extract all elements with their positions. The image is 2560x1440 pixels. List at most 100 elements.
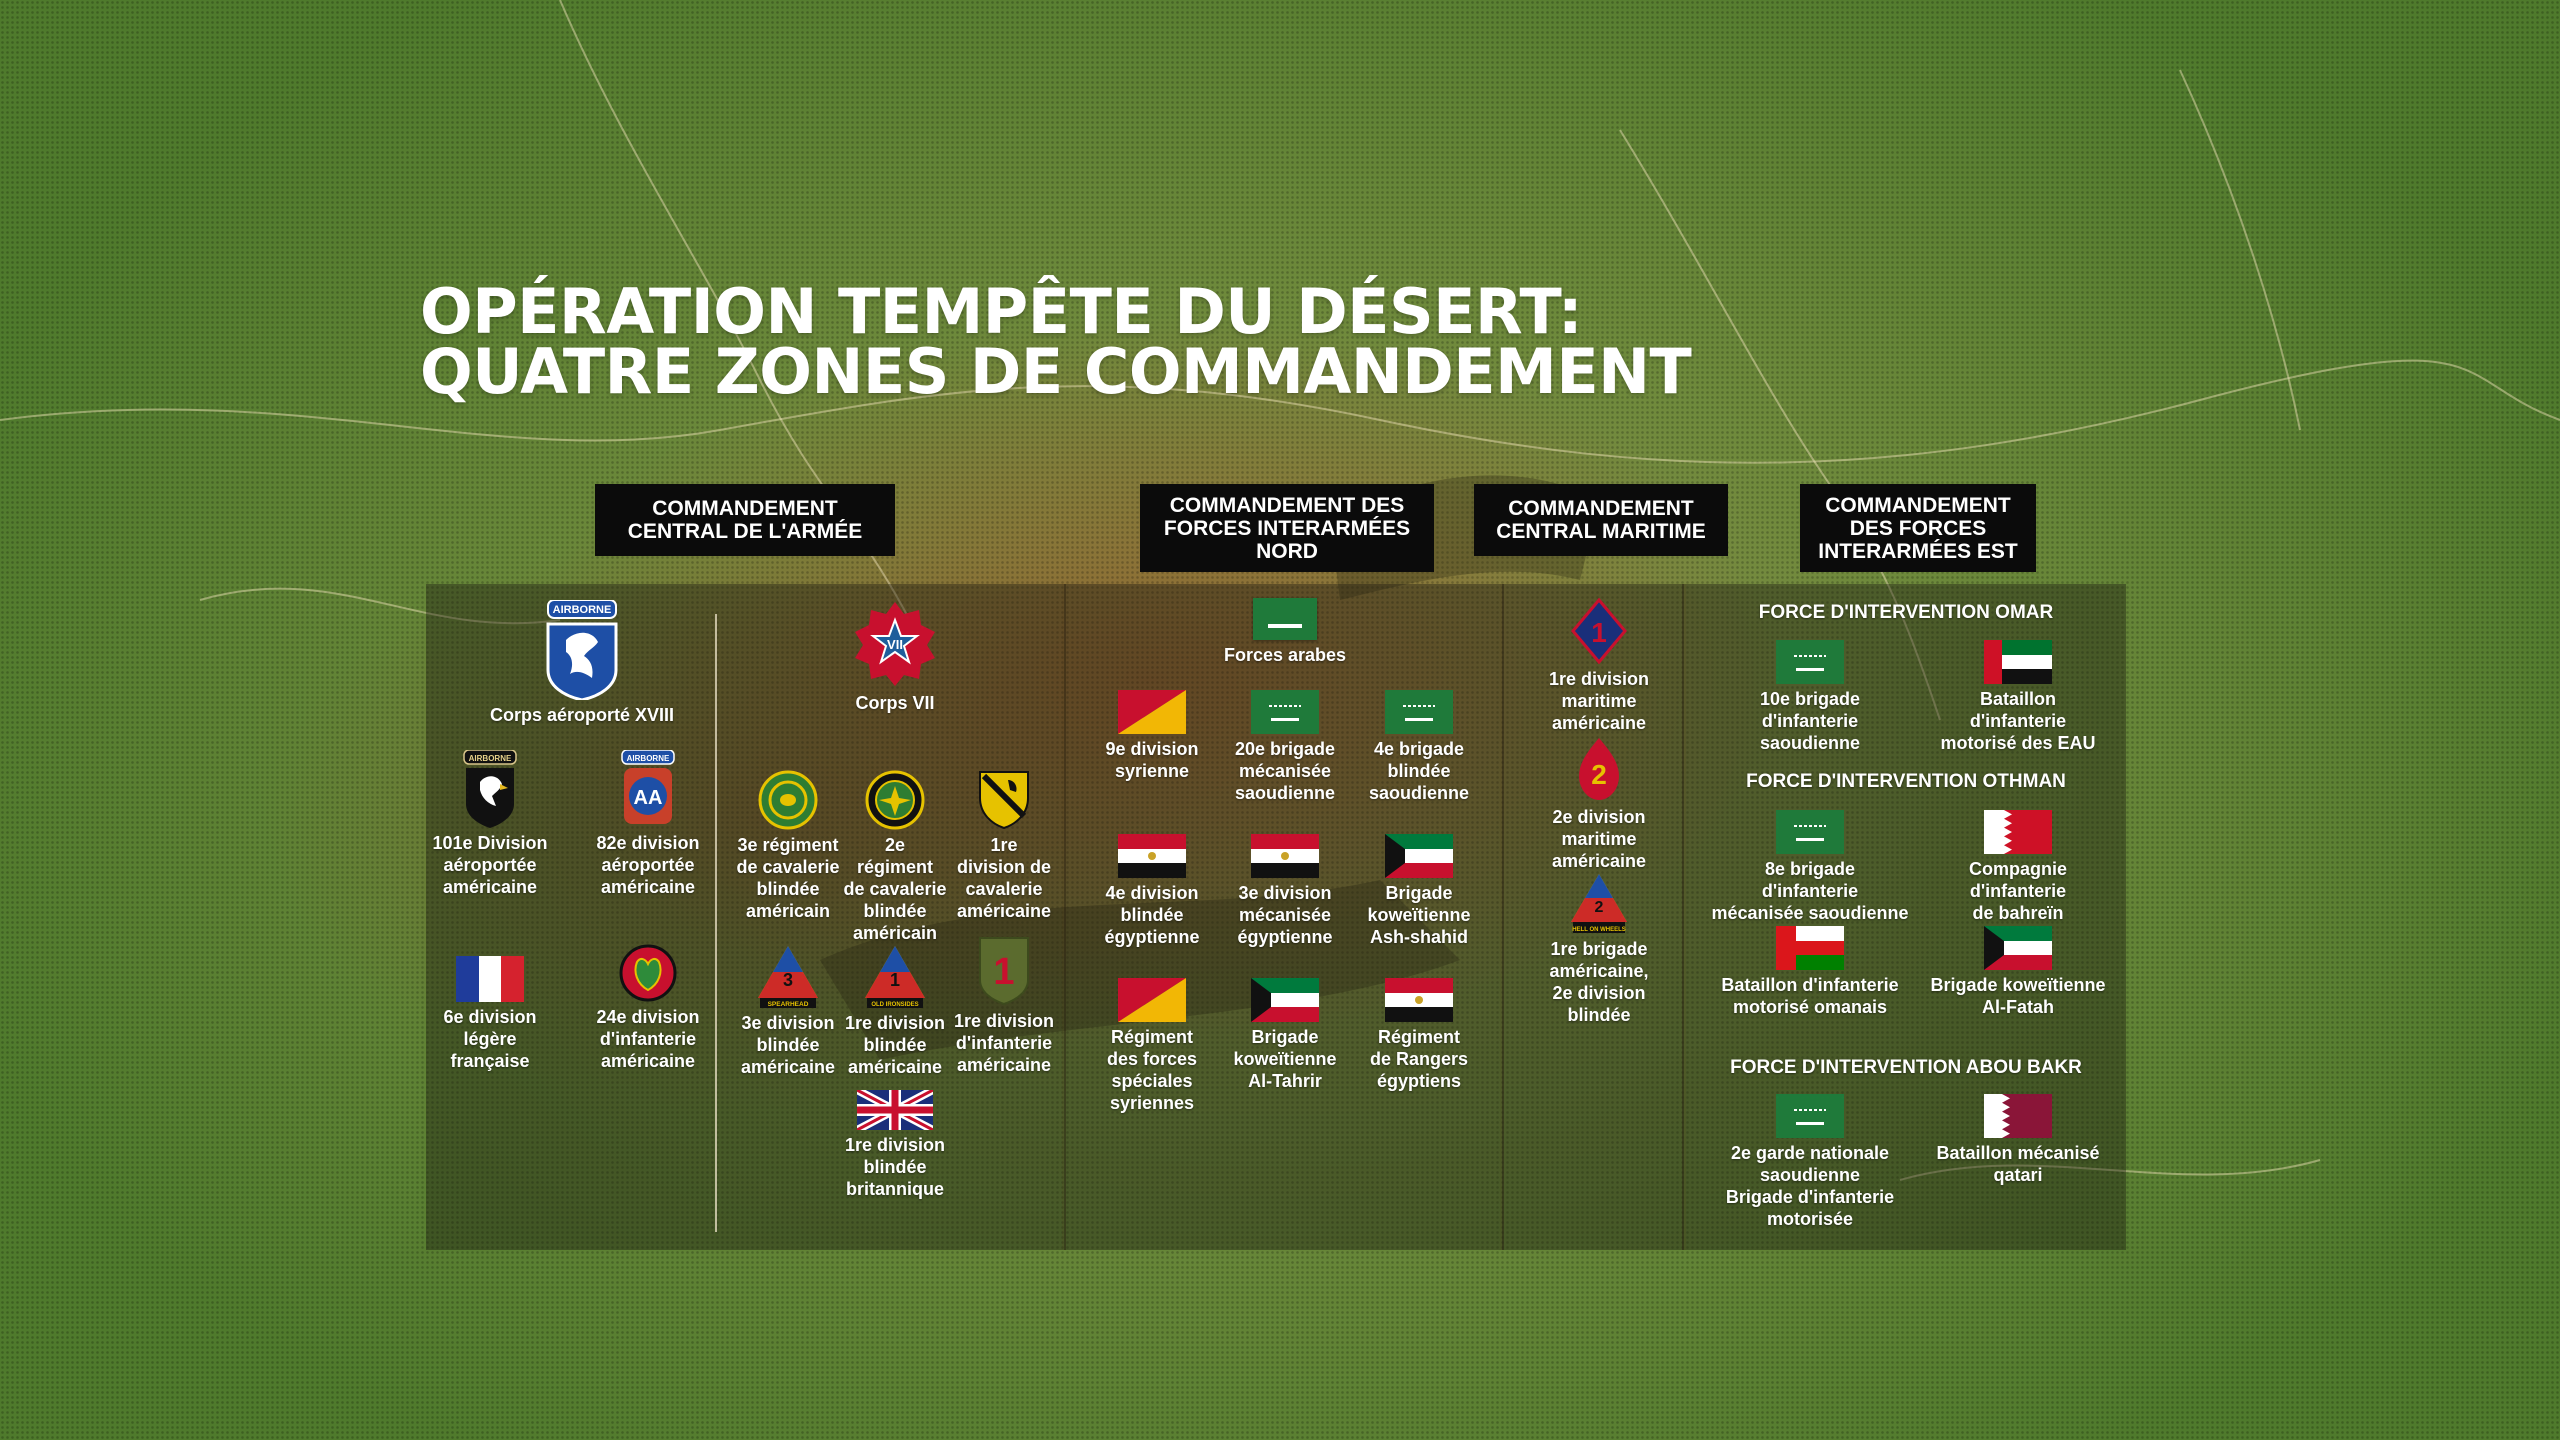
- unit-1st-uk-armoured: 1re division blindée britannique: [809, 1090, 981, 1200]
- north-unit-label: 4e division blindée égyptienne: [1104, 883, 1200, 947]
- abou-bakr-unit-label: 2e garde nationale saoudienne Brigade d'…: [1725, 1143, 1895, 1229]
- all-american-patch-icon: AIRBORNE AA: [621, 750, 675, 824]
- label-82nd-airborne: 82e division aéroportée américaine: [596, 833, 700, 897]
- label-1st-cavalry: 1re division de cavalerie américaine: [956, 835, 1052, 921]
- subheader-omar: FORCE D'INTERVENTION OMAR: [1758, 602, 2054, 623]
- 101-tab-text: AIRBORNE: [469, 754, 512, 763]
- label-tiger-brigade: 1re brigade américaine, 2e division blin…: [1549, 939, 1649, 1025]
- subheader-othman: FORCE D'INTERVENTION OTHMAN: [1746, 771, 2066, 792]
- north-unit-label: Régiment des forces spéciales syriennes: [1106, 1027, 1198, 1113]
- svg-text:VII: VII: [887, 637, 903, 652]
- divider-xviii-vii: [715, 614, 717, 1232]
- uae-flag-icon: [1984, 640, 2052, 684]
- north-unit-label: 4e brigade blindée saoudienne: [1368, 739, 1470, 803]
- saudi-flag-icon: [1776, 640, 1844, 684]
- othman-unit-label: Brigade koweïtienne Al-Fatah: [1930, 975, 2106, 1017]
- 2nd-cavalry-crest-icon: [865, 770, 925, 830]
- north-unit: 9e division syrienne: [1066, 690, 1238, 782]
- kuwait-flag-icon: [1984, 926, 2052, 970]
- label-101st-airborne: 101e Division aéroportée américaine: [432, 833, 548, 897]
- page-title: OPÉRATION TEMPÊTE DU DÉSERT: QUATRE ZONE…: [420, 281, 1692, 408]
- saudi-flag-icon: [1776, 1094, 1844, 1138]
- 82-aa-text: AA: [634, 787, 663, 809]
- 1st-armored-num: 1: [890, 970, 900, 990]
- abou-bakr-unit: Bataillon mécanisé qatari: [1908, 1094, 2128, 1186]
- egypt-flag-icon: [1385, 978, 1453, 1022]
- unit-82nd-airborne: AIRBORNE AA 82e division aéroportée amér…: [562, 750, 734, 898]
- omar-unit: Bataillon d'infanterie motorisé des EAU: [1908, 640, 2128, 754]
- unit-xviii-airborne-corps: AIRBORNE Corps aéroporté XVIII: [482, 600, 682, 726]
- othman-unit: Bataillon d'infanterie motorisé omanais: [1700, 926, 1920, 1018]
- 3rd-armored-num: 3: [783, 970, 793, 990]
- unit-24th-infantry: 24e division d'infanterie américaine: [562, 944, 734, 1072]
- label-arab-forces: Forces arabes: [1223, 645, 1347, 665]
- 1st-cavalry-patch-icon: [979, 771, 1029, 830]
- label-24th-infantry: 24e division d'infanterie américaine: [596, 1007, 700, 1071]
- oman-flag-icon: [1776, 926, 1844, 970]
- 2nd-marine-patch-icon: 2: [1579, 738, 1619, 800]
- svg-text:AIRBORNE: AIRBORNE: [627, 754, 670, 763]
- special-forces-flag-icon: [1118, 978, 1186, 1022]
- abou-bakr-unit-label: Bataillon mécanisé qatari: [1936, 1143, 2100, 1185]
- 2nd-armored-num: 2: [1595, 899, 1604, 916]
- big-red-one-patch-icon: 1: [979, 937, 1029, 1006]
- panel-east: [1686, 584, 2126, 1250]
- header-north-command: COMMANDEMENT DES FORCES INTERARMÉES NORD: [1140, 484, 1434, 572]
- north-unit: Brigade koweïtienne Al-Tahrir: [1199, 978, 1371, 1092]
- omar-unit-label: 10e brigade d'infanterie saoudienne: [1759, 689, 1861, 753]
- title-line-2: QUATRE ZONES DE COMMANDEMENT: [420, 335, 1692, 408]
- unit-vii-corps: VII Corps VII: [795, 600, 995, 714]
- north-unit-label: Régiment de Rangers égyptiens: [1369, 1027, 1469, 1091]
- saudi-flag-icon: [1253, 598, 1317, 640]
- special-forces-flag-icon: [1118, 690, 1186, 734]
- abou-bakr-unit: 2e garde nationale saoudienne Brigade d'…: [1700, 1094, 1920, 1230]
- unit-3rd-armored: 3 SPEARHEAD 3e division blindée américai…: [702, 944, 874, 1078]
- 1st-armored-tab: OLD IRONSIDES: [871, 1002, 918, 1008]
- unit-3rd-acr: 3e régiment de cavalerie blindée américa…: [702, 770, 874, 922]
- subheader-abou-bakr: FORCE D'INTERVENTION ABOU BAKR: [1730, 1057, 2082, 1078]
- 1st-infantry-num: 1: [993, 951, 1014, 993]
- omar-unit: 10e brigade d'infanterie saoudienne: [1700, 640, 1920, 754]
- airborne-tab-text: AIRBORNE: [553, 604, 612, 616]
- saudi-flag-icon: [1776, 810, 1844, 854]
- egypt-flag-icon: [1118, 834, 1186, 878]
- unit-tiger-brigade: 2 HELL ON WHEELS 1re brigade américaine,…: [1513, 872, 1685, 1026]
- othman-unit-label: Compagnie d'infanterie de bahreïn: [1968, 859, 2067, 923]
- vii-corps-patch-icon: VII: [855, 602, 935, 686]
- header-east-command: COMMANDEMENT DES FORCES INTERARMÉES EST: [1800, 484, 2036, 572]
- north-unit: 4e division blindée égyptienne: [1066, 834, 1238, 948]
- 2nd-armored-patch-icon: 2 HELL ON WHEELS: [1571, 874, 1627, 933]
- north-unit-label: 3e division mécanisée égyptienne: [1237, 883, 1333, 947]
- divider-army-north: [1062, 584, 1066, 1250]
- north-unit: Brigade koweïtienne Ash-shahid: [1333, 834, 1505, 948]
- label-1st-uk-armoured: 1re division blindée britannique: [844, 1135, 946, 1199]
- omar-unit-label: Bataillon d'infanterie motorisé des EAU: [1940, 689, 2096, 753]
- label-1st-marine-div: 1re division maritime américaine: [1548, 669, 1650, 733]
- 1st-marine-num: 1: [1591, 617, 1607, 648]
- qatar-flag-icon: [1984, 1094, 2052, 1138]
- saudi-flag-icon: [1251, 690, 1319, 734]
- 3rd-armored-tab: SPEARHEAD: [768, 1001, 809, 1008]
- unit-1st-cavalry: 1re division de cavalerie américaine: [918, 770, 1090, 922]
- label-2nd-acr: 2e régiment de cavalerie blindée américa…: [843, 835, 947, 943]
- label-3rd-acr: 3e régiment de cavalerie blindée américa…: [736, 835, 840, 921]
- north-unit-label: Brigade koweïtienne Ash-shahid: [1367, 883, 1471, 947]
- othman-unit-label: Bataillon d'infanterie motorisé omanais: [1721, 975, 1899, 1017]
- north-unit: Régiment de Rangers égyptiens: [1333, 978, 1505, 1092]
- othman-unit: Compagnie d'infanterie de bahreïn: [1908, 810, 2128, 924]
- unit-6th-french-light: 6e division légère française: [404, 956, 576, 1072]
- label-vii-corps: Corps VII: [855, 693, 935, 713]
- uk-flag-icon: [857, 1090, 933, 1130]
- panel-army: [426, 584, 1062, 1250]
- unit-1st-marine-div: 1 1re division maritime américaine: [1513, 598, 1685, 734]
- taro-leaf-patch-icon: [619, 944, 677, 1002]
- 1st-marine-patch-icon: 1: [1571, 598, 1627, 664]
- kuwait-flag-icon: [1251, 978, 1319, 1022]
- north-unit-label: 9e division syrienne: [1105, 739, 1199, 781]
- othman-unit: Brigade koweïtienne Al-Fatah: [1908, 926, 2128, 1018]
- othman-unit-label: 8e brigade d'infanterie mécanisée saoudi…: [1711, 859, 1909, 923]
- north-unit: 20e brigade mécanisée saoudienne: [1199, 690, 1371, 804]
- 2nd-marine-num: 2: [1591, 759, 1607, 790]
- north-unit: Régiment des forces spéciales syriennes: [1066, 978, 1238, 1114]
- header-army-command: COMMANDEMENT CENTRAL DE L'ARMÉE: [595, 484, 895, 556]
